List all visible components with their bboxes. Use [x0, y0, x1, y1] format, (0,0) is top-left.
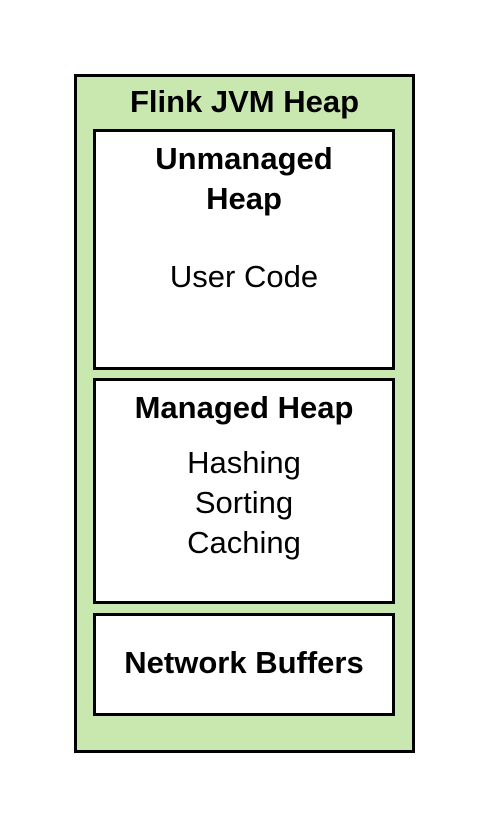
content-sorting: Sorting — [194, 485, 294, 520]
unmanaged-heap-box: Unmanaged Heap User Code — [93, 129, 395, 370]
unmanaged-heap-title: Unmanaged Heap — [155, 141, 333, 216]
unmanaged-heap-contents: User Code — [96, 257, 392, 297]
flink-jvm-heap-box: Flink JVM Heap Unmanaged Heap User Code … — [74, 74, 415, 753]
network-buffers-box: Network Buffers — [93, 613, 395, 716]
content-caching: Caching — [187, 525, 301, 560]
managed-heap-contents: Hashing Sorting Caching — [96, 443, 392, 563]
managed-heap-title: Managed Heap — [134, 390, 354, 425]
managed-heap-box: Managed Heap Hashing Sorting Caching — [93, 378, 395, 604]
network-buffers-title: Network Buffers — [124, 645, 364, 680]
content-hashing: Hashing — [187, 445, 301, 480]
content-user-code: User Code — [169, 259, 319, 294]
flink-jvm-heap-title: Flink JVM Heap — [129, 84, 360, 119]
